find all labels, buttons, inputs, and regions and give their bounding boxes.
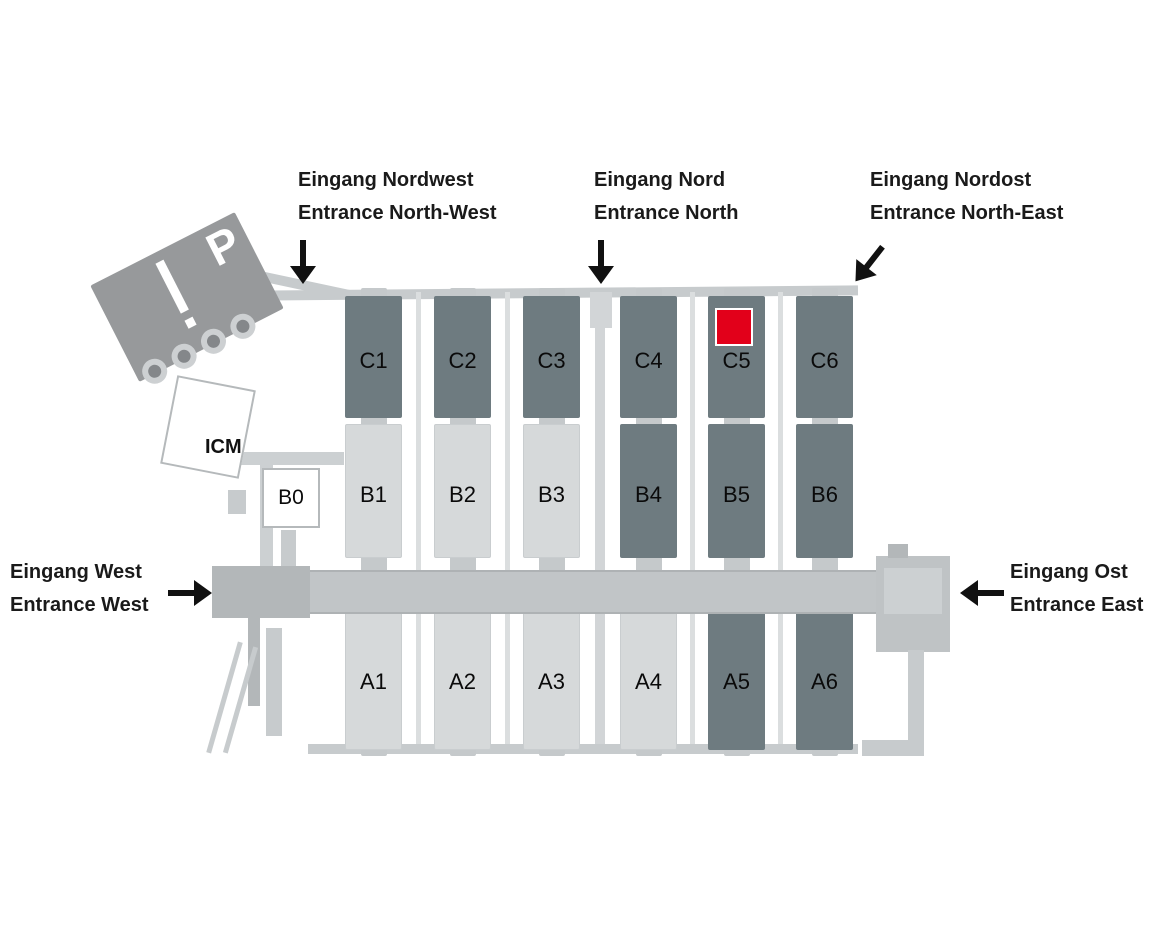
parking-structure: P: [90, 212, 284, 389]
hall-C6: C6: [796, 296, 853, 418]
entrance-northwest-label: Eingang Nordwest Entrance North-West: [298, 164, 497, 230]
hall-connector: [723, 554, 750, 572]
east-entrance-stub: [888, 544, 908, 558]
entrance-east-en: Entrance East: [1010, 594, 1144, 616]
hall-label: B4: [635, 482, 662, 507]
hall-B4: B4: [620, 424, 677, 558]
entrance-east-de: Eingang Ost: [1010, 561, 1128, 583]
icm-link-band: [232, 452, 344, 465]
entrance-northwest-arrow-down-icon: [290, 240, 316, 284]
hall-label: C2: [448, 348, 477, 373]
parking-roundabouts: [137, 309, 260, 389]
west-concourse: [212, 566, 310, 618]
walkway-gap-1: [416, 292, 421, 744]
entrance-east-arrow-left-icon: [960, 580, 1004, 606]
hall-A6: A6: [796, 588, 853, 750]
main-boulevard: [212, 570, 948, 614]
bottom-walkway: [308, 744, 858, 754]
entrance-northeast-arrow-down-left-icon: [855, 244, 885, 282]
icm-building: [160, 375, 256, 479]
central-boulevard: [595, 292, 605, 744]
entrance-west-en: Entrance West: [10, 594, 149, 616]
hall-label: C6: [810, 348, 839, 373]
entrance-west-arrow-right-icon: [168, 580, 212, 606]
hall-C3: C3: [523, 296, 580, 418]
hall-label: B0: [278, 486, 304, 509]
hall-label: A5: [723, 669, 750, 694]
west-ramp-line-1: [206, 641, 243, 754]
hall-connector: [811, 554, 838, 572]
central-boulevard-head: [590, 292, 612, 328]
hall-A3: A3: [523, 588, 580, 750]
hall-B1: B1: [345, 424, 402, 558]
hall-label: C5: [722, 348, 751, 373]
parking-lane-marking: [155, 259, 189, 314]
entrance-west-label: Eingang West Entrance West: [10, 556, 149, 622]
parking-lane-dot: [184, 316, 197, 329]
hall-label: A1: [360, 669, 387, 694]
hall-B2: B2: [434, 424, 491, 558]
hall-B5: B5: [708, 424, 765, 558]
hall-A2: A2: [434, 588, 491, 750]
west-tower-b: [266, 628, 282, 736]
hall-C2: C2: [434, 296, 491, 418]
highlight-marker: [715, 308, 753, 346]
hall-C4: C4: [620, 296, 677, 418]
hall-connector: [360, 288, 387, 298]
b0-corridor-stub: [281, 530, 296, 572]
entrance-northwest-de: Eingang Nordwest: [298, 169, 474, 191]
roundabout-icon: [167, 339, 201, 374]
hall-label: A6: [811, 669, 838, 694]
walkway-gap-4: [778, 292, 783, 744]
east-concourse-inner: [884, 568, 942, 614]
hall-B3: B3: [523, 424, 580, 558]
hall-A1: A1: [345, 588, 402, 750]
hall-label: C4: [634, 348, 663, 373]
parking-label: P: [197, 215, 249, 277]
hall-label: C3: [537, 348, 566, 373]
hall-label: B2: [449, 482, 476, 507]
roundabout-icon: [137, 354, 172, 389]
entrance-north-en: Entrance North: [594, 202, 739, 224]
west-tower-a: [248, 618, 260, 706]
hall-label: B6: [811, 482, 838, 507]
hall-connector: [538, 554, 565, 572]
hall-connector: [449, 288, 476, 298]
hall-connector: [538, 288, 565, 298]
east-service-building-base: [862, 740, 924, 756]
entrance-northwest-en: Entrance North-West: [298, 202, 497, 224]
hall-label: B3: [538, 482, 565, 507]
hall-connector: [811, 288, 838, 298]
icm-label: ICM: [205, 436, 242, 458]
entrance-north-arrow-down-icon: [588, 240, 614, 284]
hall-B0: B0: [262, 468, 320, 528]
b0-side-block: [228, 490, 246, 514]
hall-connector: [635, 554, 662, 572]
entrance-north-de: Eingang Nord: [594, 169, 726, 191]
roundabout-icon: [196, 324, 231, 359]
entrance-north-label: Eingang Nord Entrance North: [594, 164, 738, 230]
hall-C1: C1: [345, 296, 402, 418]
entrance-northeast-en: Entrance North-East: [870, 202, 1064, 224]
hall-A5: A5: [708, 588, 765, 750]
hall-connector: [635, 288, 662, 298]
hall-label: B1: [360, 482, 387, 507]
walkway-gap-2: [505, 292, 510, 744]
hall-connector: [360, 554, 387, 572]
east-service-building-vertical: [908, 650, 924, 754]
hall-connector: [723, 288, 750, 298]
entrance-west-de: Eingang West: [10, 561, 142, 583]
entrance-northeast-de: Eingang Nordost: [870, 169, 1032, 191]
hall-connector: [449, 554, 476, 572]
walkway-gap-3: [690, 292, 695, 744]
hall-label: C1: [359, 348, 388, 373]
hall-B6: B6: [796, 424, 853, 558]
hall-label: A3: [538, 669, 565, 694]
hall-label: A4: [635, 669, 662, 694]
entrance-northeast-label: Eingang Nordost Entrance North-East: [870, 164, 1063, 230]
hall-label: B5: [723, 482, 750, 507]
roundabout-icon: [226, 309, 260, 344]
entrance-east-label: Eingang Ost Entrance East: [1010, 556, 1143, 622]
hall-label: A2: [449, 669, 476, 694]
